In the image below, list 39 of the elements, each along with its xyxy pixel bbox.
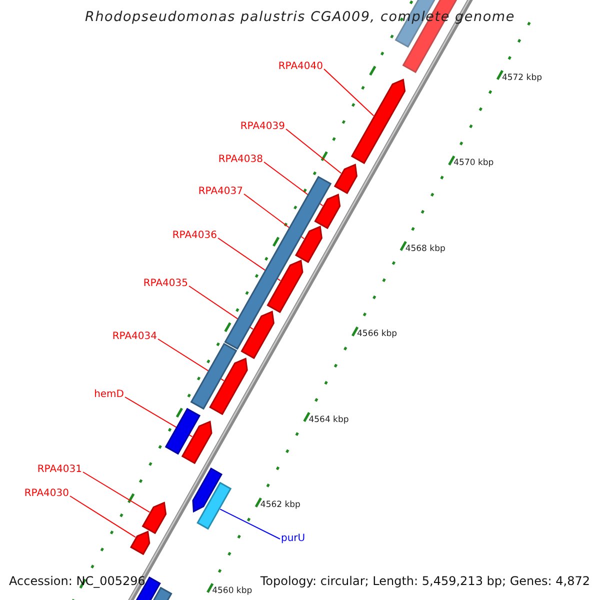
leader-line — [324, 68, 374, 116]
gene-block — [240, 310, 274, 360]
scale-label: 4560 kbp — [212, 586, 252, 596]
gene-label: hemD — [94, 390, 124, 400]
gene-label: purU — [281, 534, 306, 544]
gene-block — [350, 78, 406, 164]
gene-block — [334, 164, 358, 194]
leader-line — [286, 128, 342, 174]
gene-block — [130, 530, 150, 556]
footer-text: Topology: circular; Length: 5,459,213 bp; Genes: 4,872 — [260, 575, 590, 587]
scale-label: 4566 kbp — [357, 330, 398, 339]
leader-line — [82, 472, 150, 513]
scale-label: 4568 kbp — [405, 244, 446, 254]
gene-label: RPA4038 — [218, 155, 263, 165]
title: Rhodopseudomonas palustris CGA009, complete genome — [84, 11, 516, 24]
gene-block — [266, 260, 304, 314]
gene-block — [294, 226, 322, 264]
gene-label: RPA4040 — [278, 62, 323, 72]
gene-block — [142, 502, 167, 534]
scale-label: 4564 kbp — [308, 416, 349, 424]
gene-block — [314, 194, 341, 230]
gene-label: RPA4031 — [37, 465, 82, 475]
gene-label: RPA4039 — [240, 122, 285, 132]
leader-line — [70, 496, 136, 538]
gene-block — [209, 358, 248, 416]
gene-block — [164, 408, 201, 455]
scale-label: 4572 kbp — [502, 74, 542, 82]
gene-label: RPA4030 — [24, 489, 69, 499]
gene-block — [192, 467, 223, 513]
gene-label: RPA4036 — [172, 231, 217, 241]
scale-label: 4562 kbp — [260, 501, 300, 510]
gene-label: RPA4037 — [198, 187, 243, 197]
gene-label: RPA4035 — [143, 279, 188, 289]
scale-label: 4570 kbp — [454, 159, 494, 168]
gene-block — [196, 482, 232, 530]
gene-block — [190, 342, 238, 410]
gene-label: RPA4034 — [112, 332, 157, 342]
leader-line — [220, 508, 280, 540]
gene-block — [181, 420, 212, 464]
